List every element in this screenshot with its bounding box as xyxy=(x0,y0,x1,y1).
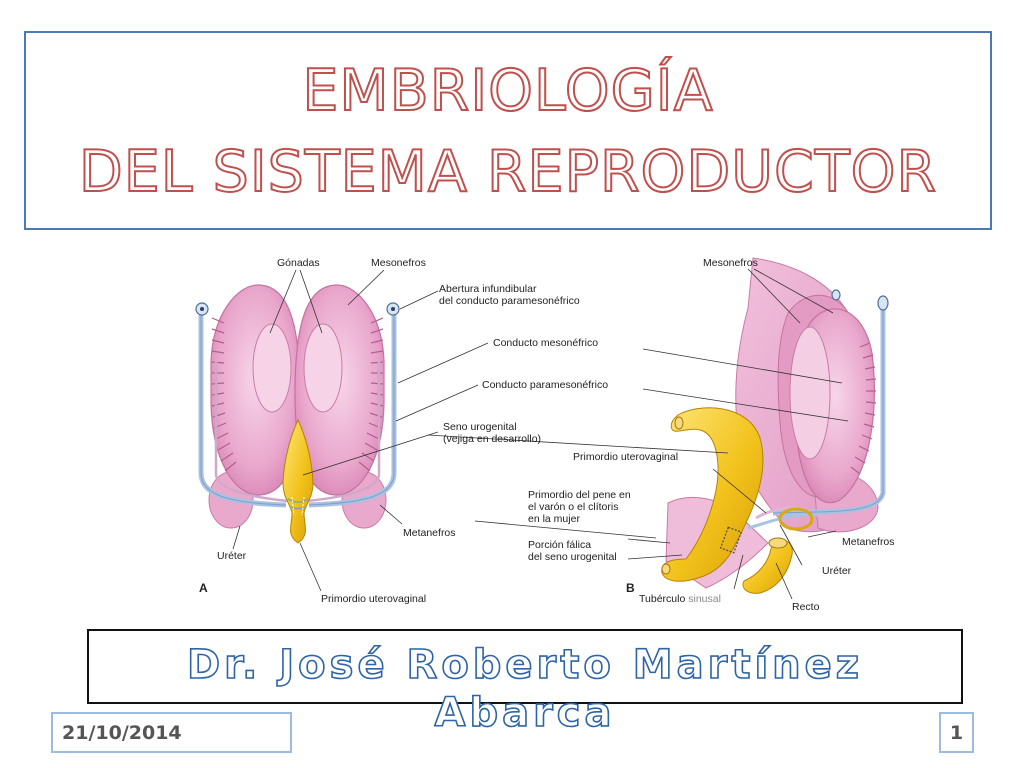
panel-b-leaders xyxy=(427,268,849,600)
label-conducto-paramesonefrico: Conducto paramesonéfrico xyxy=(482,379,609,391)
label-tuberculo: Tubérculo xyxy=(639,593,686,605)
label-primordio-uterovaginal-b: Primordio uterovaginal xyxy=(573,451,679,463)
label-mesonefros-a: Mesonefros xyxy=(371,257,426,269)
footer-page-box: 1 xyxy=(939,712,974,753)
label-ureter-a: Uréter xyxy=(217,550,247,562)
label-ureter-b: Uréter xyxy=(822,565,852,577)
slide-title-line-1: EMBRIOLOGÍA xyxy=(301,58,714,124)
label-seno-2: (vejiga en desarrollo) xyxy=(443,433,542,445)
label-pene-2: el varón o el clítoris xyxy=(528,501,619,513)
page-number: 1 xyxy=(949,722,964,744)
label-gonadas: Gónadas xyxy=(277,257,320,269)
reproductive-system-diagram xyxy=(195,257,889,600)
embryology-figure: Gónadas Mesonefros Abertura infundibular… xyxy=(188,243,923,623)
footer-date-box: 21/10/2014 xyxy=(51,712,292,753)
label-recto: Recto xyxy=(792,601,820,613)
label-conducto-mesonefrico: Conducto mesonéfrico xyxy=(493,337,599,349)
label-porcion-2: del seno urogenital xyxy=(528,551,617,563)
label-abertura-2: del conducto paramesonéfrico xyxy=(439,295,580,307)
label-metanefros-a: Metanefros xyxy=(403,527,456,539)
label-mesonefros-b: Mesonefros xyxy=(703,257,758,269)
panel-b-letter: B xyxy=(626,581,635,595)
slide-title-line-2: DEL SISTEMA REPRODUCTOR xyxy=(78,139,938,205)
label-primordio-uterovaginal-a: Primordio uterovaginal xyxy=(321,593,427,605)
label-pene-1: Primordio del pene en xyxy=(528,489,631,501)
label-seno-1: Seno urogenital xyxy=(443,421,517,433)
label-porcion-1: Porción fálica xyxy=(528,539,592,551)
label-pene-3: en la mujer xyxy=(528,513,580,525)
panel-b-drawing xyxy=(661,257,889,594)
label-tuberculo-sinusal: Tubérculo sinusal xyxy=(639,593,721,605)
title-box: EMBRIOLOGÍA DEL SISTEMA REPRODUCTOR xyxy=(24,31,992,230)
slide-date: 21/10/2014 xyxy=(62,722,182,744)
panel-a-drawing xyxy=(195,284,400,544)
author-box: Dr. José Roberto Martínez Abarca xyxy=(87,629,963,737)
label-abertura-1: Abertura infundibular xyxy=(439,283,537,295)
panel-a-leaders xyxy=(232,269,489,592)
label-sinusal: sinusal xyxy=(688,593,721,605)
panel-a-letter: A xyxy=(199,581,208,595)
author-name: Dr. José Roberto Martínez Abarca xyxy=(186,641,864,737)
label-metanefros-b: Metanefros xyxy=(842,536,895,548)
